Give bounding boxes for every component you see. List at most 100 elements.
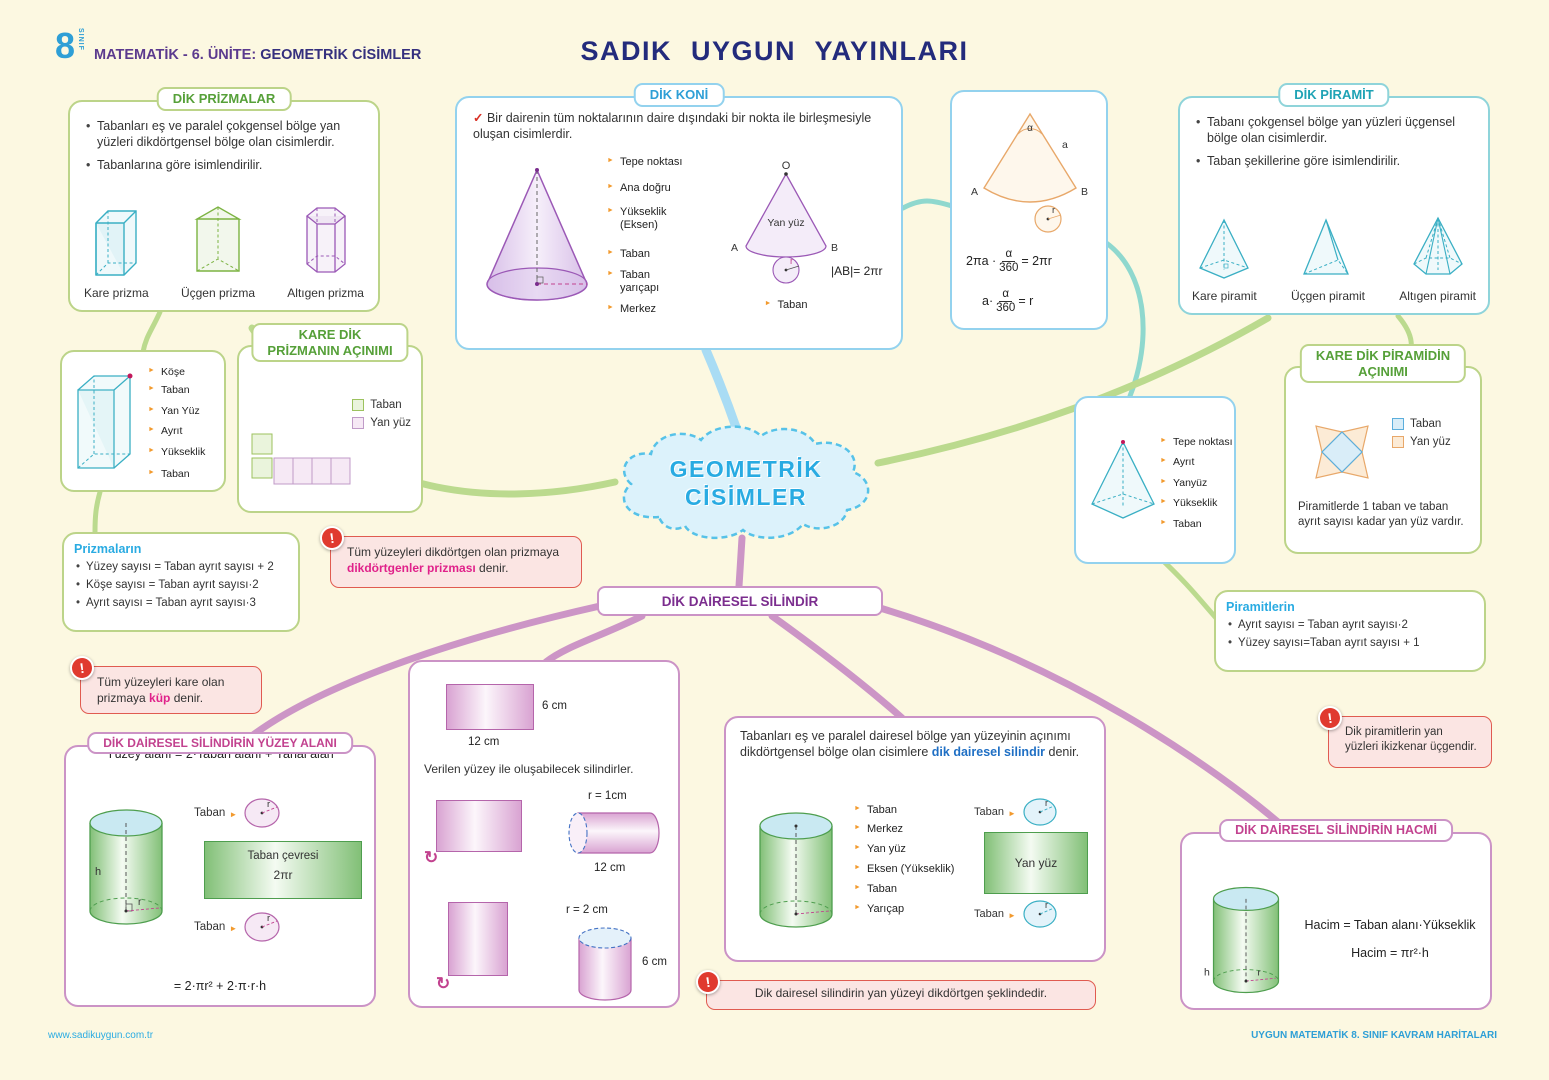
cone-apex-label: O [782, 160, 791, 172]
cone-label-axis: (Eksen) [620, 218, 658, 231]
legend-base: Taban [1392, 418, 1451, 430]
panel-prizmalarin: Prizmaların Yüzey sayısı = Taban ayrıt s… [62, 532, 300, 632]
rule-faces: Yüzey sayısı=Taban ayrıt sayısı + 1 [1226, 635, 1474, 653]
footer-website: www.sadikuygun.com.tr [48, 1030, 154, 1041]
title-line2: PRİZMANIN AÇINIMI [267, 342, 393, 358]
cylinder-element-labels: Taban Merkez Yan yüz Eksen (Yükseklik) T… [854, 804, 954, 916]
height-label: h [1204, 966, 1210, 978]
length-label-1: 12 cm [594, 862, 626, 874]
shape-label: Üçgen prizma [180, 286, 255, 300]
volume-formula-symbolic: Hacim = πr²·h [1351, 946, 1429, 960]
cone-label-radius2: yarıçapı [620, 281, 660, 294]
base-label: Taban [974, 806, 1004, 818]
triangular-pyramid-figure [1303, 218, 1349, 275]
shape-label: Altıgen prizma [287, 286, 364, 300]
net-legend: Taban Yan yüz [1392, 418, 1451, 454]
exclamation-mark: ! [704, 973, 712, 991]
hexagonal-prism: Altıgen prizma [287, 197, 364, 300]
pyramid-element-labels: Tepe noktası Ayrıt Yanyüz Yükseklik Taba… [1160, 436, 1233, 530]
panel-title: KARE DİK PRİZMANIN AÇINIMI [251, 323, 409, 363]
cone-side-view: O Yan yüz A B r Taban [725, 158, 847, 313]
shape-label: Üçgen piramit [1290, 289, 1365, 303]
rule-edges: Ayrıt sayısı = Taban ayrıt sayısı·2 [1226, 617, 1474, 635]
panel-dik-koni: DİK KONİ ✓ Bir dairenin tüm noktalarının… [455, 83, 903, 350]
surface-formula-expanded: = 2·πr² + 2·π·r·h [173, 979, 267, 993]
hexagonal-prism-figure [305, 207, 346, 273]
exclamation-mark: ! [328, 529, 336, 547]
hexagonal-pyramid-figure [1412, 216, 1463, 275]
legend-base: Taban [352, 399, 411, 411]
label-base2: Taban [854, 883, 954, 896]
panel-silindir-yuzey-alani: DİK DAİRESEL SİLİNDİRİN YÜZEY ALANI r h … [64, 732, 376, 1007]
rotate-icon: ↻ [436, 974, 451, 993]
base-circle-figure: r [244, 912, 280, 942]
note-text: Tüm yüzeyleri dikdörtgen olan prizmaya d… [347, 545, 569, 576]
arrow-icon [1008, 905, 1016, 923]
base-circle-figure: r [244, 798, 280, 828]
denominator: 360 [999, 262, 1019, 275]
square-pyramid-figure [1199, 218, 1250, 279]
radius-label-1: r = 1cm [588, 790, 627, 802]
note-pre: Tüm yüzeyleri kare olan prizmaya [97, 675, 225, 705]
pyramid-elements-figure [1091, 440, 1155, 519]
alpha-label: α [1027, 123, 1033, 134]
cone-definition: Bir dairenin tüm noktalarının daire dışı… [473, 111, 872, 142]
cone-label-apex: Tepe noktası [607, 156, 707, 169]
radius-label: r [1045, 900, 1048, 910]
rule-vertices: Köşe sayısı = Taban ayrıt sayısı·2 [74, 577, 288, 595]
unit-title: MATEMATİK - 6. ÜNİTE: GEOMETRİK CİSİMLER [94, 47, 421, 63]
label-base: Taban [1160, 518, 1233, 530]
radius-label: r [1045, 798, 1048, 808]
rect-height-label: 6 cm [542, 700, 567, 712]
base-label: Taban [765, 299, 808, 312]
base-label: Taban [194, 921, 226, 933]
legend-label: Taban [370, 399, 402, 411]
rect-width-label: 12 cm [468, 736, 500, 748]
note-text: Dik dairesel silindirin yan yüzeyi dikdö… [754, 986, 1048, 1000]
radius-label: r [1257, 967, 1261, 978]
formula-result: = r [1018, 294, 1034, 309]
prism-element-labels: Köşe Taban Yan Yüz Ayrıt Yükseklik Taban [148, 366, 205, 480]
cone-net-sector-figure: α a A B r [971, 112, 1088, 233]
cone-label-height: Yükseklik [607, 206, 707, 219]
cone-labels: Tepe noktası Ana doğru Yükseklik (Eksen)… [607, 156, 707, 316]
check-icon: ✓ [473, 111, 484, 125]
panel-title: DİK KONİ [633, 83, 725, 107]
shape-label: Kare prizma [84, 286, 149, 300]
label-edge: Ayrıt [1160, 456, 1233, 468]
label-height: Yükseklik [1160, 497, 1233, 509]
denominator: 360 [996, 302, 1016, 315]
label-lateral: Yanyüz [1160, 477, 1233, 489]
panel-title: DİK PİRAMİT [1278, 83, 1390, 107]
footer-series: UYGUN MATEMATİK 8. SINIF KAVRAM HARİTALA… [1251, 1030, 1497, 1041]
cone-lateral-label: Yan yüz [767, 217, 804, 229]
square-prism: Kare prizma [84, 197, 149, 300]
panel-dik-prizmalar: DİK PRİZMALAR Tabanları eş ve paralel ço… [68, 87, 380, 312]
rule-edges: Ayrıt sayısı = Taban ayrıt sayısı·3 [74, 595, 288, 613]
top-base-row: Taban r [194, 795, 283, 831]
radius-label: r [790, 256, 793, 267]
panel-piramit-acilimi: KARE DİK PİRAMİDİN AÇINIMI Taban Yan yüz… [1284, 344, 1482, 554]
radius-label-2: r = 2 cm [566, 904, 608, 916]
note-post: denir. [479, 560, 509, 575]
label-vertex: Köşe [148, 366, 205, 378]
central-topic-title: GEOMETRİK CİSİMLER [607, 422, 885, 544]
triangular-pyramid: Üçgen piramit [1291, 212, 1365, 303]
prism-naming: Tabanlarına göre isimlendirilir. [84, 157, 370, 173]
bottom-base-row: Taban r [194, 909, 283, 945]
formula-lead: 2πa · [966, 254, 997, 269]
panel-piramitlerin: Piramitlerin Ayrıt sayısı = Taban ayrıt … [1214, 590, 1486, 672]
title-line1: KARE DİK PİRAMİDİN [1315, 348, 1451, 363]
point-b-label: B [831, 242, 838, 254]
note-rectangular-prism: ! Tüm yüzeyleri dikdörtgen olan prizmaya… [318, 524, 582, 588]
unit-topic: GEOMETRİK CİSİMLER [260, 47, 422, 63]
prism-elements-figure [77, 373, 133, 469]
legend-lateral: Yan yüz [352, 417, 411, 429]
hexagonal-pyramid: Altıgen piramit [1399, 212, 1476, 303]
panel-prizma-acilimi: KARE DİK PRİZMANIN AÇINIMI Taban Yan yüz [237, 323, 423, 513]
